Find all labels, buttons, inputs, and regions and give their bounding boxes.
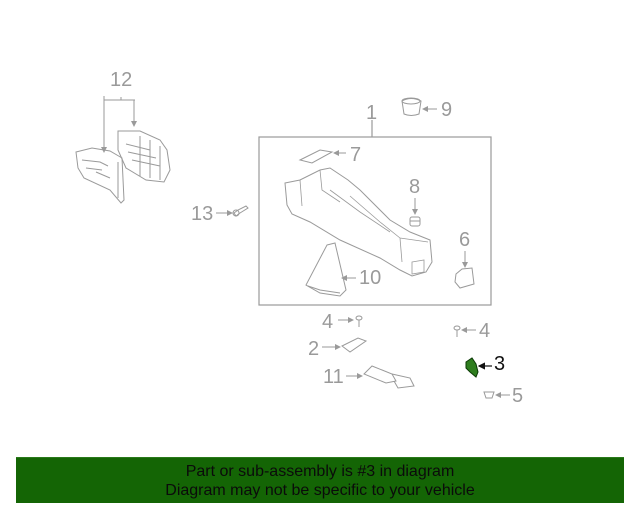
callout-10[interactable]: 10: [359, 267, 382, 289]
part-9-cup-holder[interactable]: [401, 97, 437, 116]
part-6-mat[interactable]: [298, 149, 346, 164]
part-info-banner: Part or sub-assembly is #3 in diagram Di…: [16, 457, 624, 503]
part-3-clip-highlighted[interactable]: [465, 357, 492, 378]
part-2-bracket[interactable]: [322, 337, 368, 353]
part-7-cover[interactable]: [454, 251, 475, 289]
callout-9[interactable]: 9: [441, 99, 453, 121]
part-8-bumper[interactable]: [409, 198, 421, 227]
callout-6[interactable]: 7: [350, 144, 362, 166]
callout-13[interactable]: 13: [191, 203, 214, 225]
callout-2[interactable]: 2: [308, 338, 320, 360]
part-4-screw-left[interactable]: [338, 315, 363, 327]
banner-part-text: Part or sub-assembly is #3 in diagram: [185, 462, 455, 480]
part-4-screw-right[interactable]: [453, 325, 476, 337]
callout-4-left[interactable]: 4: [322, 311, 334, 333]
part-11-bracket[interactable]: [346, 365, 415, 389]
callout-11[interactable]: 11: [323, 366, 344, 388]
callout-5[interactable]: 5: [512, 385, 524, 407]
part-13-screw[interactable]: [216, 205, 249, 217]
callout-4-right[interactable]: 4: [479, 320, 491, 342]
callout-3[interactable]: 3: [494, 353, 506, 375]
callout-8[interactable]: 8: [409, 176, 421, 198]
part-1-console-assembly[interactable]: [258, 120, 492, 306]
banner-disclaimer-text: Diagram may not be specific to your vehi…: [165, 481, 475, 499]
part-5-retainer[interactable]: [483, 391, 510, 399]
callout-7[interactable]: 6: [459, 229, 471, 251]
callout-1[interactable]: 1: [366, 102, 378, 124]
part-10-shift-boot[interactable]: [305, 242, 356, 297]
callout-12[interactable]: 12: [110, 69, 133, 91]
part-12-side-panels[interactable]: [75, 96, 171, 204]
